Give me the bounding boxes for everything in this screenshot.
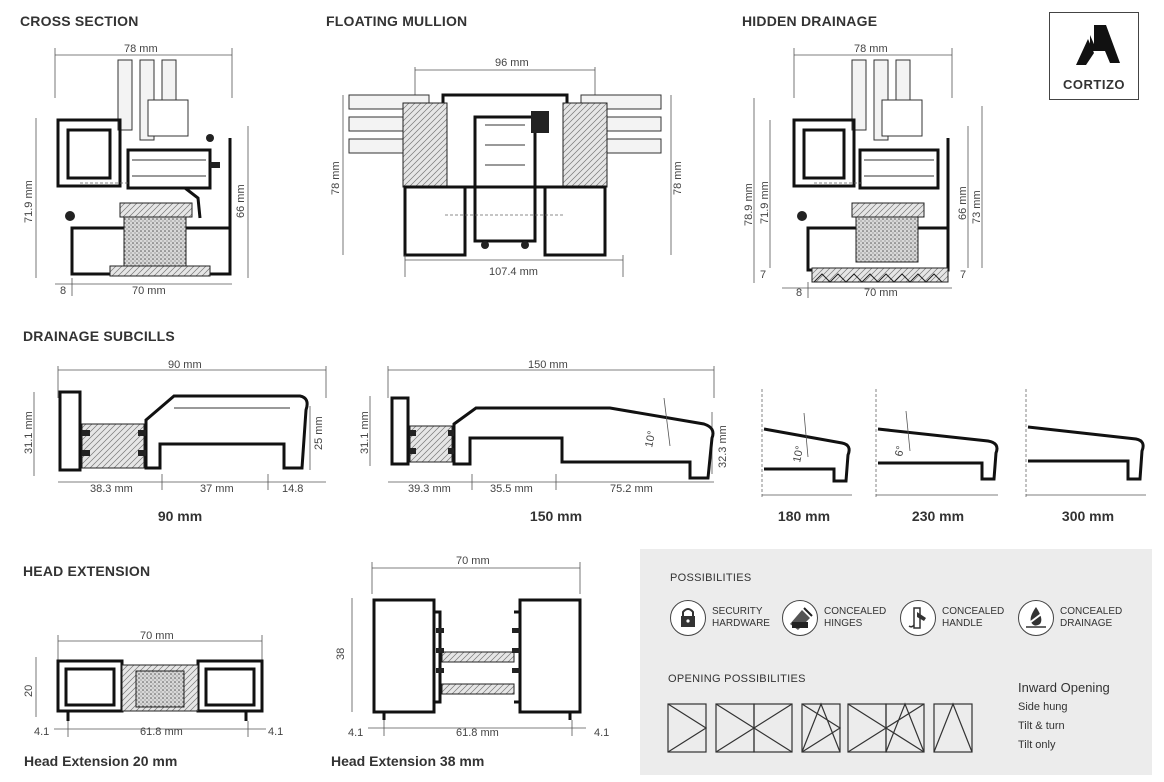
cortizo-logo-text: CORTIZO bbox=[1063, 77, 1125, 92]
hd-left-small-label: 7 bbox=[760, 269, 766, 281]
sc150-height-label: 31.1 mm bbox=[359, 411, 371, 454]
hd-bottom-left-label: 8 bbox=[796, 287, 802, 299]
sc230-caption: 230 mm bbox=[911, 508, 965, 524]
he20-left-label: 4.1 bbox=[34, 726, 49, 738]
cortizo-logo: CORTIZO bbox=[1049, 12, 1139, 100]
sc180-angle-label: 10° bbox=[791, 445, 806, 464]
sc90-height-label: 31.1 mm bbox=[23, 411, 35, 454]
handle-label-2: HANDLE bbox=[942, 618, 983, 629]
subcill-180-drawing: 10° bbox=[761, 389, 852, 497]
sc150-d2-label: 35.5 mm bbox=[490, 483, 533, 495]
opening-type-tilt-only: Tilt only bbox=[1018, 739, 1056, 751]
subcill-230-drawing: 6° bbox=[875, 389, 999, 497]
cs-height-left-label: 71.9 mm bbox=[23, 180, 35, 223]
sc300-caption: 300 mm bbox=[1061, 508, 1115, 524]
drainage-label-2: DRAINAGE bbox=[1060, 618, 1113, 629]
cortizo-logo-mark bbox=[1076, 25, 1120, 65]
subcill-300-drawing bbox=[1025, 389, 1146, 497]
sc90-right-label: 25 mm bbox=[313, 416, 325, 450]
subcill-150-drawing: 150 mm 31.1 mm 32.3 mm 10° 39.3 mm 35.5 … bbox=[359, 359, 729, 495]
hidden-drainage-drawing: 78 mm 78.9 mm 71.9 mm 66 mm 73 mm 7 7 8 … bbox=[743, 43, 983, 299]
hd-width-label: 78 mm bbox=[854, 43, 888, 55]
hd-h4-label: 73 mm bbox=[971, 190, 983, 224]
cs-width-label: 78 mm bbox=[124, 43, 158, 55]
padlock-icon bbox=[670, 600, 706, 636]
sc150-angle-label: 10° bbox=[643, 430, 658, 449]
hd-h3-label: 66 mm bbox=[957, 186, 969, 220]
floating-mullion-title: FLOATING MULLION bbox=[326, 13, 468, 29]
hinge-icon bbox=[782, 600, 818, 636]
opening-type-tilt-turn: Tilt & turn bbox=[1018, 720, 1065, 732]
hinges-label-2: HINGES bbox=[824, 618, 863, 629]
security-label-2: HARDWARE bbox=[712, 618, 770, 629]
he38-mid-label: 61.8 mm bbox=[456, 727, 499, 739]
handle-icon bbox=[900, 600, 936, 636]
he20-caption: Head Extension 20 mm bbox=[24, 753, 178, 769]
cross-section-title: CROSS SECTION bbox=[20, 13, 139, 29]
sc90-caption: 90 mm bbox=[157, 508, 203, 524]
opening-diagrams bbox=[667, 702, 973, 753]
he20-mid-label: 61.8 mm bbox=[140, 726, 183, 738]
sc150-d3-label: 75.2 mm bbox=[610, 483, 653, 495]
drainage-label-1: CONCEALED bbox=[1060, 606, 1123, 617]
head-extension-20-drawing: 70 mm 20 4.1 61.8 mm 4.1 bbox=[23, 630, 283, 738]
possibilities-title: POSSIBILITIES bbox=[670, 572, 752, 584]
sc230-angle-label: 6° bbox=[893, 445, 907, 458]
he20-right-label: 4.1 bbox=[268, 726, 283, 738]
hd-h1-label: 78.9 mm bbox=[743, 183, 755, 226]
cs-height-right-label: 66 mm bbox=[235, 184, 247, 218]
hd-right-small-label: 7 bbox=[960, 269, 966, 281]
cross-section-drawing: 78 mm 71.9 mm 66 mm 8 70 mm bbox=[23, 43, 249, 297]
hidden-drainage-title: HIDDEN DRAINAGE bbox=[742, 13, 878, 29]
sc150-d1-label: 39.3 mm bbox=[408, 483, 451, 495]
fm-height-left-label: 78 mm bbox=[330, 161, 342, 195]
subcill-90-drawing: 90 mm 31.1 mm 25 mm 38.3 mm 37 mm 14.8 bbox=[23, 359, 327, 495]
hd-h2-label: 71.9 mm bbox=[759, 181, 771, 224]
cs-bottom-left-label: 8 bbox=[60, 285, 66, 297]
he38-width-label: 70 mm bbox=[456, 555, 490, 567]
drainage-subcills-title: DRAINAGE SUBCILLS bbox=[23, 328, 175, 344]
he38-caption: Head Extension 38 mm bbox=[331, 753, 485, 769]
head-extension-38-drawing: 70 mm 38 4.1 61.8 mm 4.1 bbox=[335, 555, 609, 739]
he20-height-label: 20 bbox=[23, 685, 35, 697]
sc150-right-label: 32.3 mm bbox=[717, 425, 729, 468]
he38-left-label: 4.1 bbox=[348, 727, 363, 739]
inward-opening-label: Inward Opening bbox=[1018, 680, 1110, 695]
opening-possibilities-title: OPENING POSSIBILITIES bbox=[668, 673, 806, 685]
hd-bottom-main-label: 70 mm bbox=[864, 287, 898, 299]
cs-bottom-main-label: 70 mm bbox=[132, 285, 166, 297]
fm-width-bottom-label: 107.4 mm bbox=[489, 266, 538, 278]
he20-width-label: 70 mm bbox=[140, 630, 174, 642]
sc150-width-label: 150 mm bbox=[528, 359, 568, 371]
sc90-d3-label: 14.8 bbox=[282, 483, 303, 495]
sc150-caption: 150 mm bbox=[529, 508, 583, 524]
handle-label-1: CONCEALED bbox=[942, 606, 1005, 617]
security-label-1: SECURITY bbox=[712, 606, 763, 617]
hinges-label-1: CONCEALED bbox=[824, 606, 887, 617]
drainage-icon bbox=[1018, 600, 1054, 636]
head-extension-title: HEAD EXTENSION bbox=[23, 563, 151, 579]
opening-side-hung-single bbox=[667, 703, 707, 753]
opening-type-side-hung: Side hung bbox=[1018, 701, 1068, 713]
he38-height-label: 38 bbox=[335, 648, 347, 660]
sc90-d1-label: 38.3 mm bbox=[90, 483, 133, 495]
sc180-caption: 180 mm bbox=[777, 508, 831, 524]
fm-height-right-label: 78 mm bbox=[672, 161, 684, 195]
sc90-width-label: 90 mm bbox=[168, 359, 202, 371]
sc90-d2-label: 37 mm bbox=[200, 483, 234, 495]
floating-mullion-drawing: 96 mm 78 mm 78 mm 107.4 mm bbox=[330, 57, 684, 278]
he38-right-label: 4.1 bbox=[594, 727, 609, 739]
fm-width-top-label: 96 mm bbox=[495, 57, 529, 69]
